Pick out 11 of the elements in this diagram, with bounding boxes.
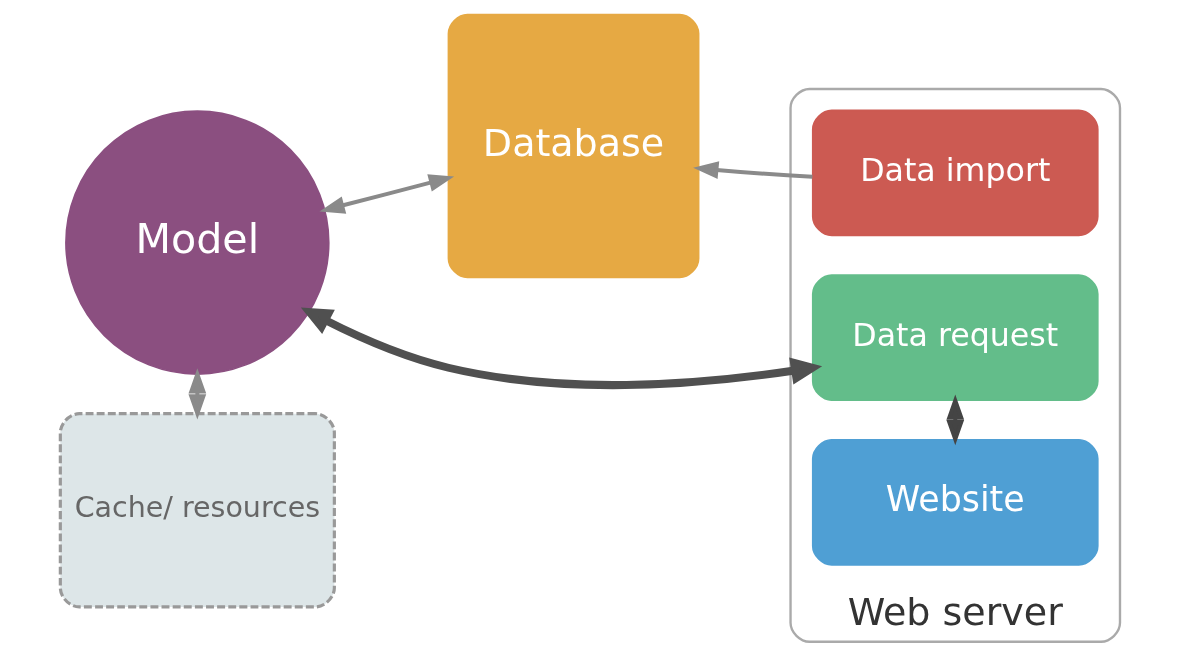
- node-box: Cache/ resources: [58, 412, 336, 609]
- node-circle: Model: [64, 110, 330, 375]
- arrow: [187, 368, 206, 420]
- node-box: Data request: [811, 274, 1099, 402]
- arrow: [300, 307, 822, 389]
- arrow: [692, 161, 812, 179]
- arrow: [945, 394, 964, 446]
- node-box: Website: [811, 439, 1099, 566]
- node-box: Database: [447, 13, 699, 279]
- arrow: [318, 174, 454, 214]
- node-box: Data import: [811, 109, 1099, 237]
